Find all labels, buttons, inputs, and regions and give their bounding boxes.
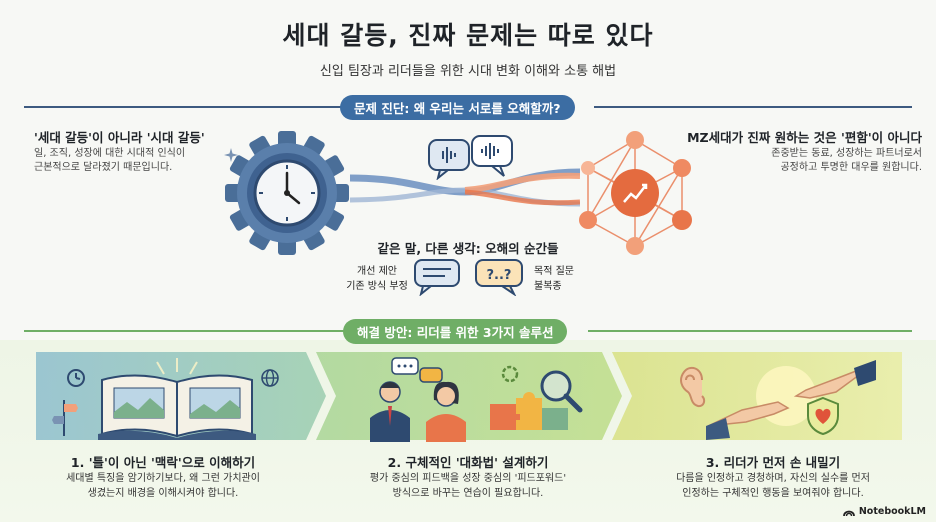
solution-3-desc-2: 인정하는 구체적인 행동을 보여줘야 합니다. <box>682 488 864 499</box>
globe-icon <box>261 369 279 387</box>
label-improvement-suggestion: 개선 제안 <box>357 266 397 277</box>
page-subtitle: 신입 팀장과 리더들을 위한 시대 변화 이해와 소통 해법 <box>319 64 617 79</box>
label-disobedience: 불복종 <box>534 281 562 292</box>
question-bubble-icon: ?..? <box>475 259 523 296</box>
label-purpose-question: 목적 질문 <box>534 266 574 277</box>
misunderstanding-heading: 같은 말, 다른 생각: 오해의 순간들 <box>377 241 559 256</box>
chat-bubble-lines-icon <box>414 259 460 296</box>
solution-3-desc-1: 다름을 인정하고 경청하며, 자신의 실수를 먼저 <box>676 473 870 484</box>
problem-left-heading: '세대 갈등'이 아니라 '시대 갈등' <box>34 130 205 145</box>
page-title: 세대 갈등, 진짜 문제는 따로 있다 <box>282 21 654 50</box>
solution-2-desc-2: 방식으로 바꾸는 연습이 필요합니다. <box>392 488 544 499</box>
notebooklm-brand-text: NotebookLM <box>858 506 926 517</box>
problem-left-body-1: 일, 조직, 성장에 대한 시대적 인식이 <box>34 148 186 159</box>
solution-divider-left <box>24 330 346 332</box>
problem-right-body-2: 공정하고 투명한 대우를 원합니다. <box>780 162 922 173</box>
signpost-icon <box>52 400 78 436</box>
diverging-streams-graphic <box>350 168 580 207</box>
puzzle-magnifier-icon <box>490 365 583 430</box>
solution-2-title: 2. 구체적인 '대화법' 설계하기 <box>387 455 549 470</box>
solution-1-title: 1. '틀'이 아닌 '맥락'으로 이해하기 <box>70 455 256 470</box>
ear-icon <box>680 366 706 408</box>
open-book-icon <box>98 358 256 440</box>
problem-divider-left <box>24 106 342 108</box>
heart-shield-icon <box>807 396 839 436</box>
problem-right-heading: MZ세대가 진짜 원하는 것은 '편함'이 아니다 <box>687 130 922 145</box>
sparkle-icon <box>224 148 238 162</box>
problem-divider-right <box>594 106 912 108</box>
problem-left-body-2: 근본적으로 달라졌기 때문입니다. <box>34 162 173 173</box>
gear-clock-icon <box>225 131 349 255</box>
network-growth-icon <box>579 131 692 255</box>
notebooklm-logo-icon <box>842 510 855 516</box>
solution-section-label: 해결 방안: 리더를 위한 3가지 솔루션 <box>343 319 568 344</box>
problem-section-label: 문제 진단: 왜 우리는 서로를 오해할까? <box>340 95 575 120</box>
question-bubble-text: ?..? <box>487 268 512 283</box>
solution-1-desc-1: 세대별 특징을 암기하기보다, 왜 그런 가치관이 <box>66 473 260 484</box>
label-rejecting-existing-way: 기존 방식 부정 <box>346 281 408 292</box>
solution-2-desc-1: 평가 중심의 피드백을 성장 중심의 '피드포워드' <box>369 473 567 484</box>
solution-3-title: 3. 리더가 먼저 손 내밀기 <box>705 455 841 470</box>
solution-1-desc-2: 생겼는지 배경을 이해시켜야 합니다. <box>87 488 239 499</box>
speech-bubbles-icon <box>428 135 513 180</box>
solution-divider-right <box>588 330 912 332</box>
conversation-people-icon <box>370 357 466 442</box>
reaching-hands-icon <box>706 360 876 440</box>
notebooklm-watermark: NotebookLM <box>842 506 926 517</box>
clock-icon <box>67 369 85 387</box>
problem-right-body-1: 존중받는 동료, 성장하는 파트너로서 <box>771 148 922 159</box>
